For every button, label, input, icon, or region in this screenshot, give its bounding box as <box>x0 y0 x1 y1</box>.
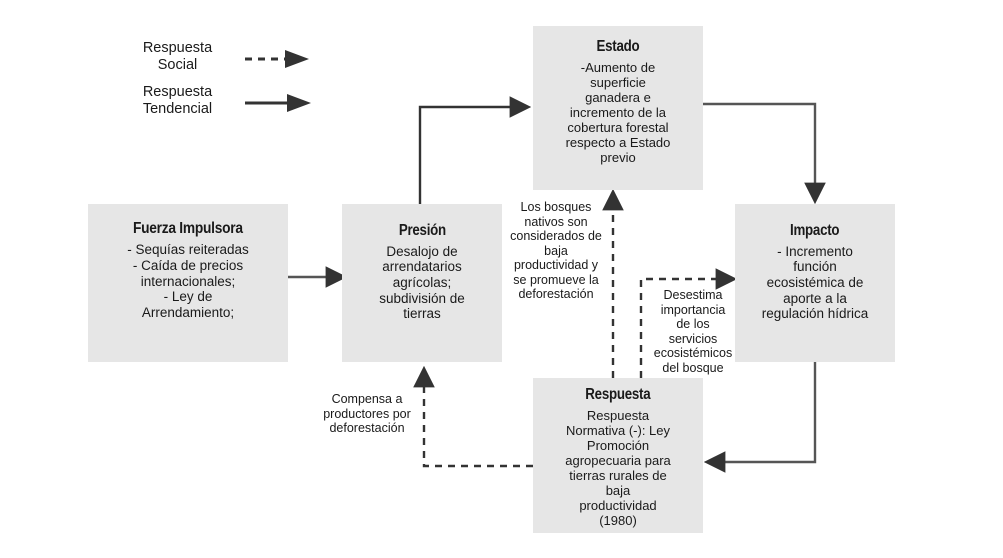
annotation-bosques-nativos: Los bosques nativos son considerados de … <box>510 200 602 301</box>
edge-impacto-to-respuesta <box>703 362 817 473</box>
edge-estado-to-impacto <box>703 102 826 205</box>
node-estado-body: -Aumento de superficie ganadera e increm… <box>565 59 671 166</box>
annotation-desestima-servicios: Desestima importancia de los servicios e… <box>653 288 733 375</box>
node-presion: Presión Desalojo de arrendatarios agríco… <box>342 204 502 362</box>
node-presion-title: Presión <box>398 222 446 239</box>
edge-respuesta-to-presion <box>413 365 533 468</box>
legend-label-respuesta-tendencial: Respuesta Tendencial <box>142 84 213 117</box>
dashed-arrow-icon <box>245 50 309 68</box>
node-respuesta: Respuesta Respuesta Normativa (-): Ley P… <box>533 378 703 533</box>
edge-presion-to-estado <box>418 96 532 204</box>
node-fuerza-impulsora-title: Fuerza Impulsora <box>133 220 243 237</box>
node-respuesta-title: Respuesta <box>585 386 651 403</box>
node-presion-body: Desalojo de arrendatarios agrícolas; sub… <box>379 243 465 322</box>
node-respuesta-body: Respuesta Normativa (-): Ley Promoción a… <box>565 407 671 529</box>
annotation-compensa-productores: Compensa a productores por deforestación <box>323 392 411 435</box>
legend: Respuesta Social Respuesta Tendencial <box>120 40 380 128</box>
node-fuerza-impulsora-body: - Sequías reiteradas - Caída de precios … <box>127 242 249 321</box>
legend-item-respuesta-tendencial: Respuesta Tendencial <box>120 84 380 128</box>
node-estado: Estado -Aumento de superficie ganadera e… <box>533 26 703 190</box>
node-impacto-body: - Incremento función ecosistémica de apo… <box>761 243 869 322</box>
node-impacto: Impacto - Incremento función ecosistémic… <box>735 204 895 362</box>
solid-arrow-icon <box>245 94 311 112</box>
node-fuerza-impulsora: Fuerza Impulsora - Sequías reiteradas - … <box>88 204 288 362</box>
legend-item-respuesta-social: Respuesta Social <box>120 40 380 84</box>
node-estado-title: Estado <box>596 38 640 55</box>
legend-label-respuesta-social: Respuesta Social <box>142 40 213 73</box>
node-impacto-title: Impacto <box>790 222 840 239</box>
